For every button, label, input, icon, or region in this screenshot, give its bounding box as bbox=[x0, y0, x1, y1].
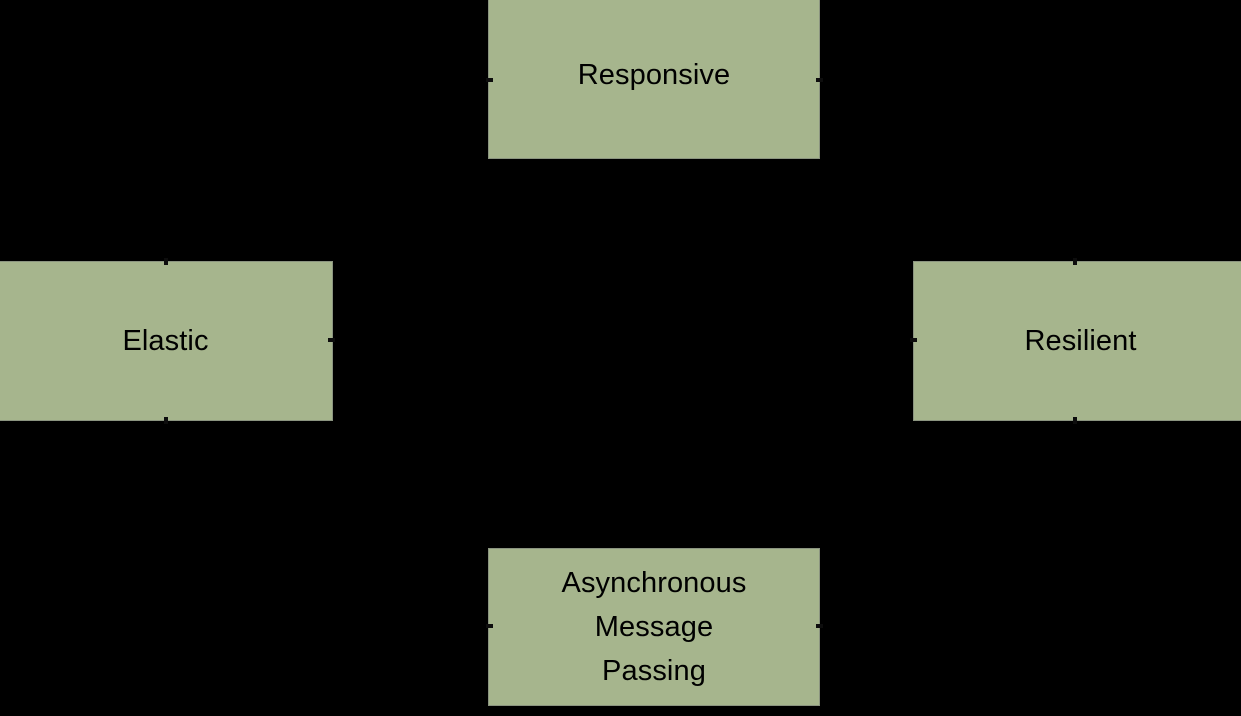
diagram-node-responsive[interactable]: Responsive bbox=[488, 0, 820, 159]
connector-stub-elastic-right bbox=[328, 338, 335, 342]
diagram-node-elastic[interactable]: Elastic bbox=[0, 261, 333, 421]
connector-stub-resilient-top bbox=[1073, 258, 1077, 265]
connector-stub-elastic-bottom bbox=[164, 417, 168, 424]
diagram-node-resilient[interactable]: Resilient bbox=[913, 261, 1241, 421]
connector-stub-responsive-right bbox=[816, 78, 823, 82]
diagram-node-asynchronous-message-passing[interactable]: Asynchronous Message Passing bbox=[488, 548, 820, 706]
node-label-resilient: Resilient bbox=[1024, 324, 1137, 357]
connector-stub-resilient-bottom bbox=[1073, 417, 1077, 424]
node-label-responsive: Responsive bbox=[577, 59, 731, 92]
connector-stub-resilient-left bbox=[910, 338, 917, 342]
connector-stub-elastic-top bbox=[164, 258, 168, 265]
connector-stub-async-left bbox=[486, 624, 493, 628]
node-label-elastic: Elastic bbox=[122, 324, 209, 357]
connector-stub-responsive-left bbox=[486, 78, 493, 82]
connector-stub-async-right bbox=[816, 624, 823, 628]
node-label-asynchronous-message-passing: Asynchronous Message Passing bbox=[561, 566, 747, 688]
